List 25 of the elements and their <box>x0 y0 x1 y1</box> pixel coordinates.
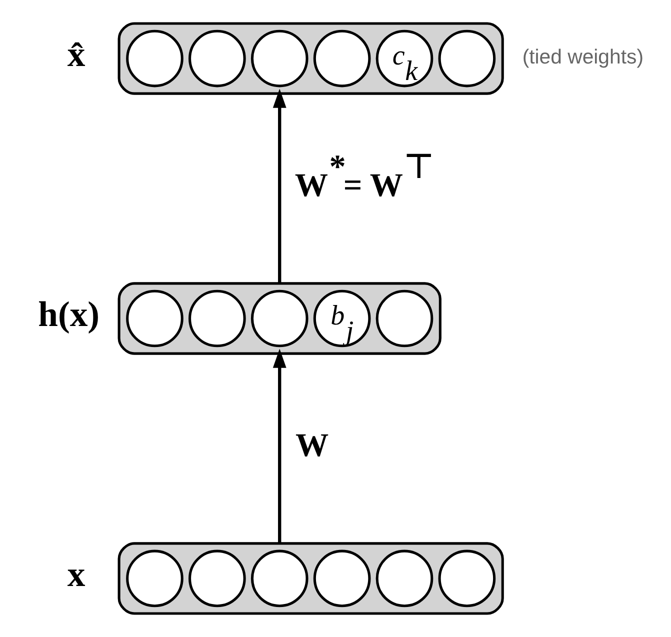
node-circle <box>250 550 308 608</box>
node-circle <box>126 30 183 88</box>
cluster <box>117 22 504 95</box>
node-circle <box>126 550 183 608</box>
node-circle <box>126 290 183 348</box>
node-circle <box>375 290 433 348</box>
arrow <box>272 88 286 284</box>
node-circle <box>438 550 496 608</box>
node-label: x̂ <box>66 34 85 74</box>
node-circle <box>250 290 308 348</box>
cluster <box>117 542 504 615</box>
node-circle <box>188 550 246 608</box>
arrow <box>272 348 286 544</box>
node-circle <box>188 30 246 88</box>
node-label: h(x) <box>38 294 100 334</box>
node-circle <box>438 30 496 88</box>
node-circle <box>250 30 308 88</box>
node-circle <box>312 550 370 608</box>
node-circle <box>312 30 370 88</box>
edge-label: W <box>295 426 328 464</box>
label: (tied weights) <box>522 46 643 68</box>
node-circle <box>375 550 433 608</box>
node-label: x <box>66 554 85 594</box>
node-circle <box>188 290 246 348</box>
cluster <box>117 282 441 355</box>
